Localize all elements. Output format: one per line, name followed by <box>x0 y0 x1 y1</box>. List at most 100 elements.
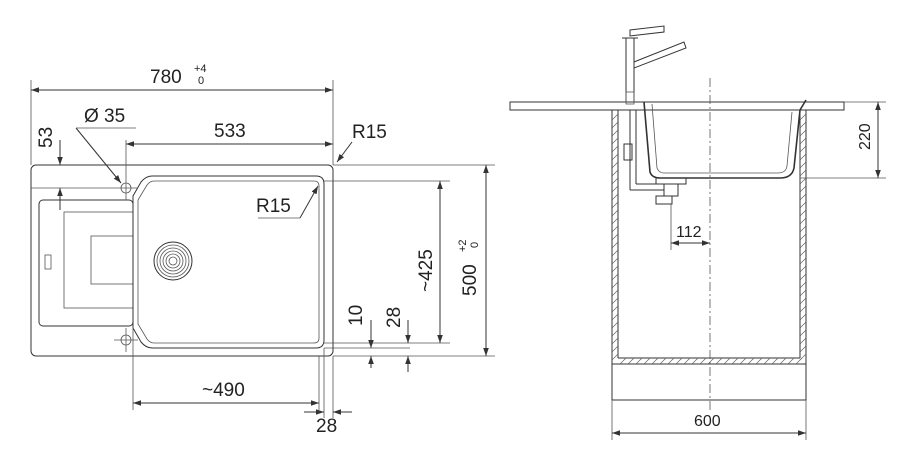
edge-offset-b-value: 28 <box>384 307 405 328</box>
hatch-stroke <box>611 313 619 321</box>
bowl-height-value: 220 <box>857 123 874 150</box>
hatch-stroke <box>611 145 619 153</box>
drain-strainer <box>153 241 193 281</box>
drain-offset-value: 112 <box>676 224 702 241</box>
hatch-stroke <box>611 193 619 201</box>
hatch-stroke <box>787 357 795 365</box>
radius-outer-label: R15 <box>352 122 387 143</box>
hatch-stroke <box>659 357 667 365</box>
hatch-stroke <box>799 161 807 169</box>
bowl-inner <box>137 180 320 344</box>
hatch-stroke <box>799 289 807 297</box>
hatch-stroke <box>799 345 807 353</box>
hatch-stroke <box>611 177 619 185</box>
radius-inner-label: R15 <box>256 196 291 217</box>
hatch-stroke <box>799 145 807 153</box>
hatch-stroke <box>799 249 807 257</box>
hatch-stroke <box>799 129 807 137</box>
hatch-stroke <box>611 233 619 241</box>
hatch-stroke <box>799 281 807 289</box>
overall-width-tol-upper: +4 <box>194 63 207 75</box>
hatch-stroke <box>771 357 779 365</box>
bowl-width-value: 533 <box>214 121 246 142</box>
hatch-stroke <box>779 357 787 365</box>
hatch-stroke <box>611 281 619 289</box>
hatch-stroke <box>675 357 683 365</box>
hatch-stroke <box>619 357 627 365</box>
hatch-stroke <box>799 233 807 241</box>
edge-offset-a-value: 10 <box>346 305 367 326</box>
tap-hole-marker <box>114 176 138 200</box>
hatch-stroke <box>611 137 619 145</box>
hatch-stroke <box>611 153 619 161</box>
hatch-stroke <box>611 209 619 217</box>
hatch-stroke <box>611 305 619 313</box>
tap <box>622 25 687 105</box>
drainer-width-value: ~490 <box>202 380 245 401</box>
hatch-stroke <box>747 357 755 365</box>
hatch-stroke <box>683 357 691 365</box>
hatch-stroke <box>799 185 807 193</box>
hatch-stroke <box>611 345 619 353</box>
hatch-stroke <box>799 169 807 177</box>
overall-width-tol-lower: 0 <box>198 75 204 87</box>
hatch-stroke <box>799 305 807 313</box>
hatch-stroke <box>707 357 715 365</box>
hatch-stroke <box>611 169 619 177</box>
hatch-stroke <box>799 273 807 281</box>
hatch-stroke <box>611 273 619 281</box>
hatch-stroke <box>635 357 643 365</box>
hatch-stroke <box>611 265 619 273</box>
hatch-stroke <box>731 357 739 365</box>
overall-depth-value: 500 <box>460 264 481 296</box>
hatch-stroke <box>799 153 807 161</box>
sink-bowl-section <box>643 99 807 179</box>
hatch-stroke <box>611 353 619 361</box>
hatch-stroke <box>799 137 807 145</box>
hole-offset-value: 53 <box>36 127 57 148</box>
hatch-stroke <box>723 357 731 365</box>
hatch-stroke <box>611 225 619 233</box>
hatch-stroke <box>643 357 651 365</box>
overflow-slot <box>44 254 52 270</box>
hatch-stroke <box>611 217 619 225</box>
hatch-stroke <box>611 321 619 329</box>
hatch-stroke <box>799 321 807 329</box>
hatch-stroke <box>691 357 699 365</box>
hatch-stroke <box>799 209 807 217</box>
hatch-stroke <box>611 113 619 121</box>
hatch-stroke <box>799 313 807 321</box>
drain-trap <box>623 110 687 205</box>
hatch-stroke <box>667 357 675 365</box>
bowl-outline <box>132 175 325 349</box>
sink-outline <box>30 164 334 357</box>
hatch-stroke <box>611 161 619 169</box>
hatch-stroke <box>799 265 807 273</box>
bowl-depth-value: ~425 <box>416 249 437 292</box>
hatch-stroke <box>739 357 747 365</box>
hatch-stroke <box>799 241 807 249</box>
hatch-stroke <box>651 357 659 365</box>
cabinet-hatching <box>611 113 807 365</box>
hole-diameter-label: Ø 35 <box>84 106 125 127</box>
hatch-stroke <box>611 249 619 257</box>
hatch-stroke <box>611 257 619 265</box>
worktop <box>509 101 845 111</box>
hatch-stroke <box>795 357 803 365</box>
hatch-stroke <box>627 357 635 365</box>
hatch-stroke <box>611 337 619 345</box>
hatch-stroke <box>799 297 807 305</box>
hatch-stroke <box>755 357 763 365</box>
cabinet <box>611 110 807 401</box>
hatch-stroke <box>611 241 619 249</box>
hatch-stroke <box>799 121 807 129</box>
side-view: 220 112 600 <box>509 25 886 440</box>
hatch-stroke <box>611 329 619 337</box>
top-view: 780 +4 0 53 Ø 35 533 R15 R15 ~425 500 <box>30 63 495 437</box>
drainer-inner <box>63 211 134 309</box>
hatch-stroke <box>799 217 807 225</box>
overall-depth-tol-lower: 0 <box>469 242 481 248</box>
overall-depth-tol-upper: +2 <box>457 239 469 252</box>
hatch-stroke <box>799 193 807 201</box>
